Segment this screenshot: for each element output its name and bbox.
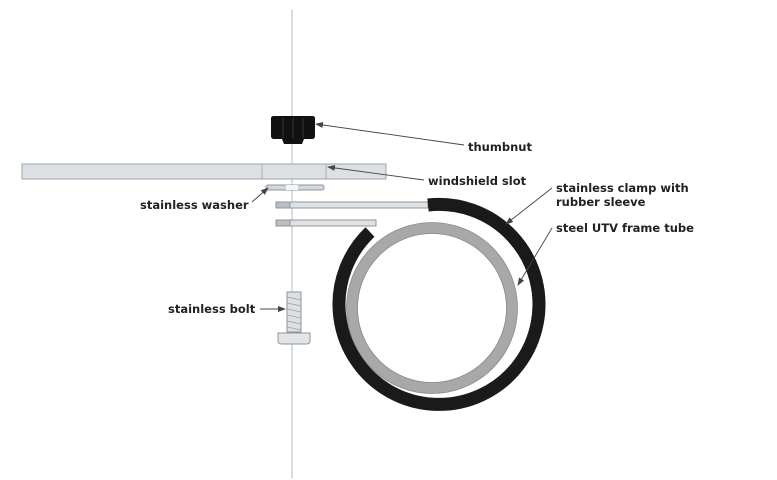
label-stainless-bolt: stainless bolt [168,302,256,316]
leader-thumbnut [315,122,465,146]
bolt-part [277,291,311,345]
frame-tube-part [346,222,518,394]
label-thumbnut: thumbnut [468,140,532,154]
washer-part [265,184,325,191]
clamp-band-part [332,197,546,411]
clamp-tab-upper [275,201,429,209]
leader-windshield-slot [327,164,425,181]
leader-frame-tube [517,227,553,286]
label-stainless-washer: stainless washer [140,198,249,212]
leader-clamp [505,187,553,225]
label-frame-tube: steel UTV frame tube [556,221,694,235]
clamp-tab-lower [275,219,377,227]
label-clamp-line1: stainless clamp with [556,181,689,195]
windshield-panel [21,163,387,180]
label-clamp-line2: rubber sleeve [556,195,646,209]
thumbnut-part [271,116,315,144]
label-windshield-slot: windshield slot [428,174,527,188]
leader-washer [251,187,269,203]
